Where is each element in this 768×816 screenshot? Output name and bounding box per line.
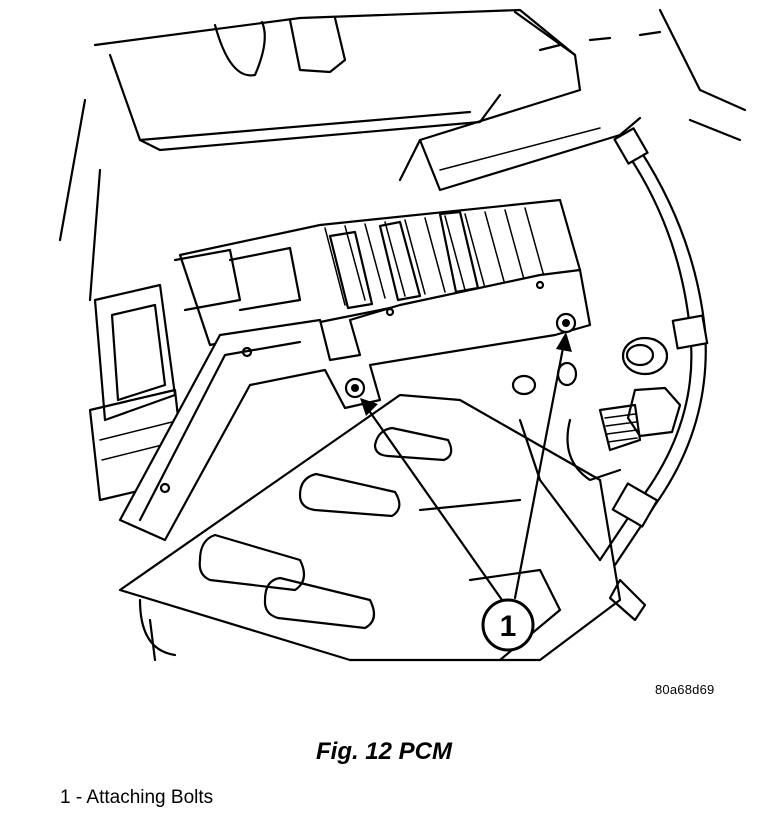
pcm-illustration: 1: [58, 8, 747, 662]
wire-harness: [598, 127, 709, 567]
callout-leaders: [360, 332, 572, 602]
image-code: 80a68d69: [655, 682, 715, 697]
callout-1: 1: [481, 598, 535, 652]
figure-caption: Fig. 12 PCM: [315, 738, 453, 765]
legend-item: 1 - Attaching Bolts: [60, 787, 214, 808]
engine-bolt: [511, 336, 682, 622]
upper-housing: [58, 8, 577, 302]
callout-number: 1: [500, 610, 517, 643]
right-panel: [398, 8, 747, 192]
mounting-bracket: [118, 268, 592, 542]
